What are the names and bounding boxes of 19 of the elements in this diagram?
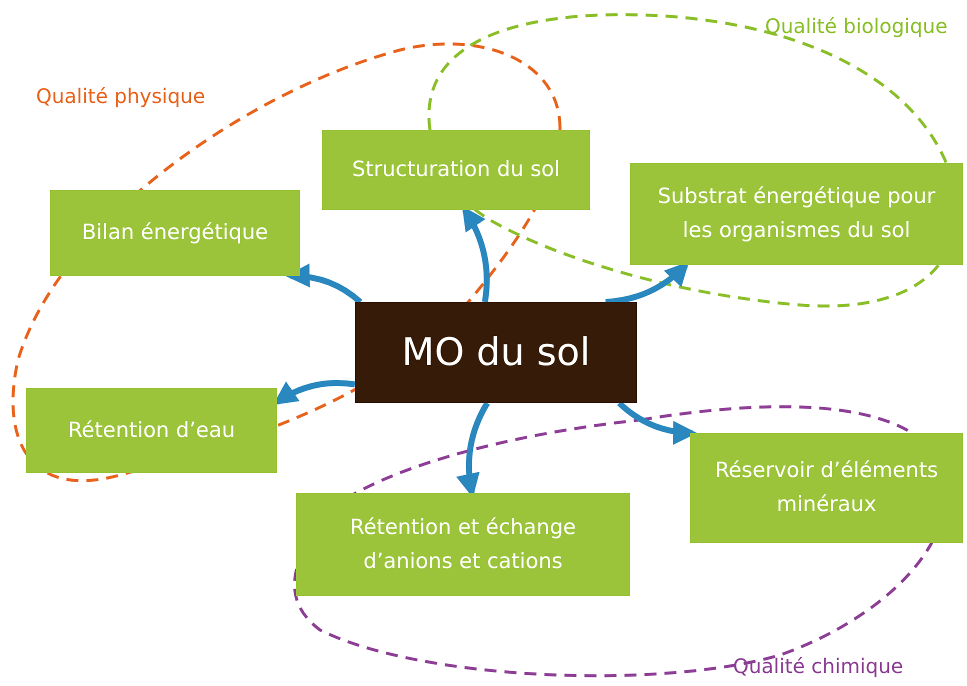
box-text: Réservoir d’éléments minéraux <box>714 457 940 518</box>
process-box <box>296 493 630 596</box>
process-box <box>690 433 963 543</box>
quality-label: Qualité biologique <box>765 14 948 38</box>
box-text: Rétention et échange d’anions et cations <box>349 514 577 574</box>
process-box <box>50 190 300 276</box>
quality-label: Qualité physique <box>36 84 206 108</box>
curved-arrow <box>617 400 698 444</box>
box-text: Structuration du sol <box>352 156 560 184</box>
box-text: MO du sol <box>402 329 590 376</box>
process-box <box>630 163 963 265</box>
box-text: Rétention d’eau <box>68 416 236 444</box>
central-box <box>355 302 637 403</box>
box-text: Bilan énergétique <box>82 219 268 246</box>
process-box <box>26 388 277 473</box>
quality-label: Qualité chimique <box>733 654 904 678</box>
curved-arrow <box>286 264 362 304</box>
process-box <box>322 130 590 210</box>
box-text: Substrat énergétique pour les organismes du sol <box>656 183 936 244</box>
